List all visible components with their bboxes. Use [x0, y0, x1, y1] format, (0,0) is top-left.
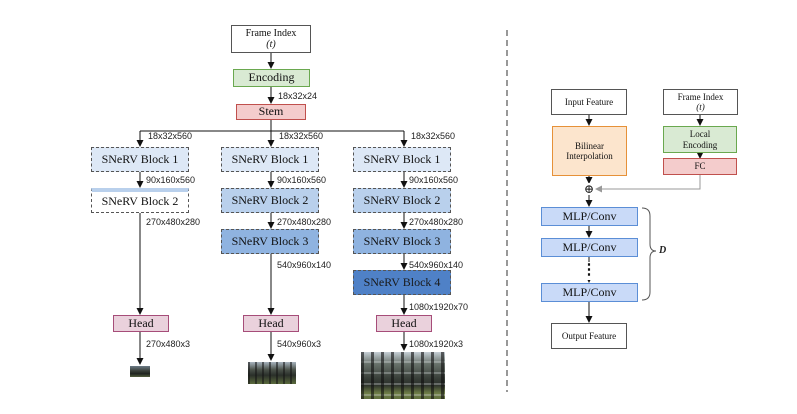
col3-block-1: SNeRV Block 1	[353, 147, 451, 172]
ellipsis-icon: ⋮	[581, 262, 597, 279]
col2-input-dim: 18x32x560	[279, 131, 324, 141]
col1-head-box: Head	[113, 315, 169, 332]
encoding-label: Encoding	[248, 70, 295, 85]
col3-block-2-label: SNeRV Block 2	[363, 192, 441, 207]
right-frame-index-box: Frame Index (t)	[663, 89, 738, 115]
output-feature-label: Output Feature	[561, 330, 617, 341]
col1-head-label: Head	[128, 315, 154, 330]
col3-dim-2: 270x480x280	[409, 217, 464, 227]
col2-dim-3: 540x960x140	[277, 260, 332, 270]
col1-block-2: SNeRV Block 2	[91, 188, 189, 213]
col2-output-image	[248, 362, 296, 384]
bilinear-interpolation-box: Bilinear Interpolation	[552, 126, 627, 176]
col3-dim-3: 540x960x140	[409, 260, 464, 270]
col3-dim-1: 90x160x560	[409, 175, 459, 185]
mlp-conv-2-label: MLP/Conv	[562, 239, 617, 254]
col1-block-1: SNeRV Block 1	[91, 147, 189, 172]
col2-dim-2: 270x480x280	[277, 217, 332, 227]
local-encoding-box: Local Encoding	[663, 126, 737, 153]
mlp-conv-1-label: MLP/Conv	[562, 208, 617, 223]
mlp-conv-2: MLP/Conv	[541, 238, 638, 257]
col3-head-label: Head	[391, 315, 417, 330]
frame-index-symbol: (t)	[266, 39, 276, 50]
col1-input-dim: 18x32x560	[148, 131, 193, 141]
mlp-ellipsis: ⋮	[579, 262, 599, 280]
frame-index-box: Frame Index (t)	[231, 25, 311, 53]
col2-block-2-label: SNeRV Block 2	[231, 192, 309, 207]
plus-node: ⊕	[583, 183, 595, 195]
col1-block-1-label: SNeRV Block 1	[101, 151, 179, 166]
input-feature-box: Input Feature	[551, 89, 627, 115]
input-feature-label: Input Feature	[564, 96, 614, 107]
col3-block-3-label: SNeRV Block 3	[363, 233, 441, 248]
plus-icon: ⊕	[583, 182, 595, 196]
col3-dim-4: 1080x1920x70	[409, 302, 469, 312]
right-frame-index-title: Frame Index	[677, 91, 724, 102]
col1-dim-1: 90x160x560	[146, 175, 196, 185]
stem-label: Stem	[258, 104, 284, 119]
col2-head-label: Head	[258, 315, 284, 330]
col2-block-1-label: SNeRV Block 1	[231, 151, 309, 166]
col2-head-box: Head	[243, 315, 299, 332]
local-encoding-label: Local Encoding	[682, 129, 718, 150]
output-feature-box: Output Feature	[551, 323, 627, 349]
col3-block-2: SNeRV Block 2	[353, 188, 451, 213]
col1-dim-2: 270x480x280	[146, 217, 201, 227]
stem-box: Stem	[236, 104, 306, 120]
arrow-fc-to-plus	[595, 175, 701, 193]
col3-block-3: SNeRV Block 3	[353, 229, 451, 254]
col3-block-1-label: SNeRV Block 1	[363, 151, 441, 166]
right-frame-index-symbol: (t)	[696, 102, 705, 112]
col3-head-box: Head	[376, 315, 432, 332]
col2-output-dim: 540x960x3	[277, 339, 322, 349]
fc-box: FC	[663, 158, 737, 175]
col1-output-dim: 270x480x3	[146, 339, 191, 349]
col2-block-1: SNeRV Block 1	[221, 147, 319, 172]
col3-output-dim: 1080x1920x3	[409, 339, 464, 349]
encoding-box: Encoding	[233, 69, 310, 87]
col1-output-image	[130, 366, 150, 377]
col3-block-4: SNeRV Block 4	[353, 270, 451, 295]
col2-block-2: SNeRV Block 2	[221, 188, 319, 213]
frame-index-title: Frame Index	[245, 27, 297, 39]
mlp-conv-1: MLP/Conv	[541, 207, 638, 226]
col3-input-dim: 18x32x560	[411, 131, 456, 141]
fc-label: FC	[694, 161, 706, 172]
bilinear-label: Bilinear Interpolation	[566, 140, 613, 161]
col1-block-2-label: SNeRV Block 2	[101, 194, 179, 209]
col2-dim-1: 90x160x560	[277, 175, 327, 185]
mlp-conv-3-label: MLP/Conv	[562, 284, 617, 299]
col3-output-image	[361, 352, 445, 399]
col3-block-4-label: SNeRV Block 4	[363, 274, 441, 289]
mlp-conv-3: MLP/Conv	[541, 283, 638, 302]
depth-brace	[641, 207, 657, 301]
depth-label: D	[659, 245, 667, 256]
stem-input-dim: 18x32x24	[278, 91, 318, 101]
col2-block-3-label: SNeRV Block 3	[231, 233, 309, 248]
col2-block-3: SNeRV Block 3	[221, 229, 319, 254]
